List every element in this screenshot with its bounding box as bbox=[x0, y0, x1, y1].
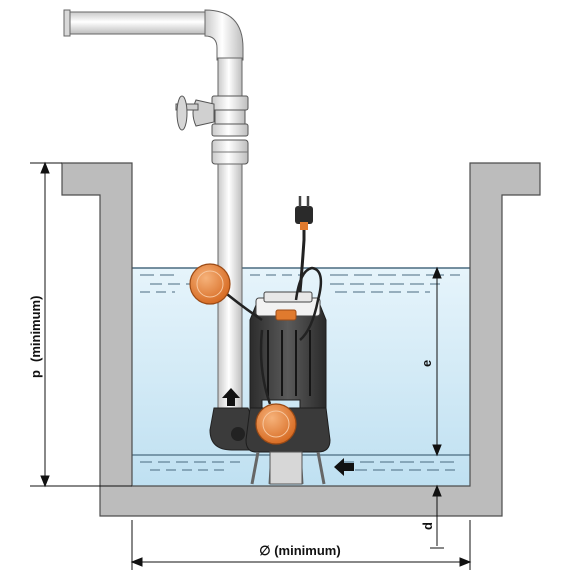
label-e: e bbox=[419, 360, 434, 367]
label-width-minimum: ∅ (minimum) bbox=[259, 543, 340, 558]
dimension-p bbox=[30, 161, 132, 488]
pipe-end-cap bbox=[63, 9, 71, 37]
upper-float-switch bbox=[189, 263, 231, 305]
label-p-minimum: (minimum) bbox=[28, 296, 43, 362]
lower-float-cable bbox=[259, 329, 272, 405]
discharge-pipe-vertical-upper bbox=[217, 57, 243, 99]
label-d: d bbox=[420, 522, 435, 530]
lower-float-switch bbox=[255, 403, 297, 445]
power-cable bbox=[298, 220, 306, 293]
dimension-width bbox=[130, 520, 472, 570]
label-p: p bbox=[28, 370, 43, 378]
valve-handwheel-icon bbox=[175, 95, 199, 131]
dimension-e bbox=[432, 266, 442, 457]
float-cable-right bbox=[294, 266, 323, 341]
power-plug-icon bbox=[295, 196, 313, 230]
flow-arrow-left-icon bbox=[334, 458, 354, 476]
gate-valve bbox=[192, 95, 249, 137]
submersible-pump bbox=[245, 291, 331, 485]
discharge-pipe-horizontal bbox=[65, 11, 215, 35]
flow-arrow-up-icon bbox=[222, 388, 240, 406]
dimension-d bbox=[430, 484, 444, 549]
pipe-elbow bbox=[204, 9, 244, 61]
